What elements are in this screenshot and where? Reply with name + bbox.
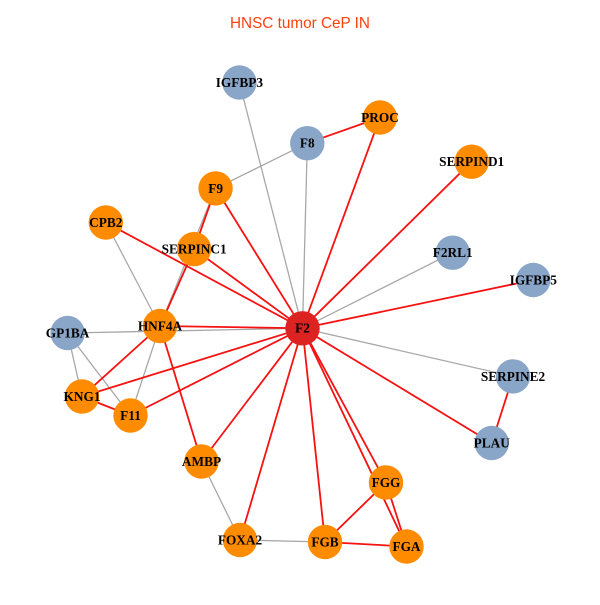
svg-text:IGFBP5: IGFBP5	[510, 272, 558, 287]
svg-text:CPB2: CPB2	[89, 215, 123, 230]
svg-text:KNG1: KNG1	[64, 389, 101, 404]
svg-text:GP1BA: GP1BA	[46, 325, 90, 340]
svg-text:PLAU: PLAU	[474, 435, 511, 450]
svg-text:HNF4A: HNF4A	[138, 318, 183, 333]
svg-text:F2RL1: F2RL1	[433, 245, 473, 260]
svg-text:SERPINC1: SERPINC1	[162, 242, 227, 257]
svg-text:PROC: PROC	[361, 110, 399, 125]
svg-text:FGG: FGG	[372, 475, 401, 490]
svg-text:IGFBP3: IGFBP3	[216, 75, 264, 90]
svg-text:F2: F2	[295, 321, 310, 336]
svg-text:SERPINE2: SERPINE2	[481, 369, 546, 384]
svg-text:F9: F9	[208, 181, 223, 196]
svg-text:AMBP: AMBP	[182, 454, 221, 469]
svg-text:HNSC tumor CeP IN: HNSC tumor CeP IN	[230, 15, 370, 32]
svg-text:FOXA2: FOXA2	[218, 532, 263, 547]
svg-text:F8: F8	[300, 136, 315, 151]
svg-text:FGA: FGA	[392, 539, 420, 554]
svg-text:FGB: FGB	[311, 534, 338, 549]
svg-text:SERPIND1: SERPIND1	[439, 154, 504, 169]
svg-text:F11: F11	[120, 408, 141, 423]
